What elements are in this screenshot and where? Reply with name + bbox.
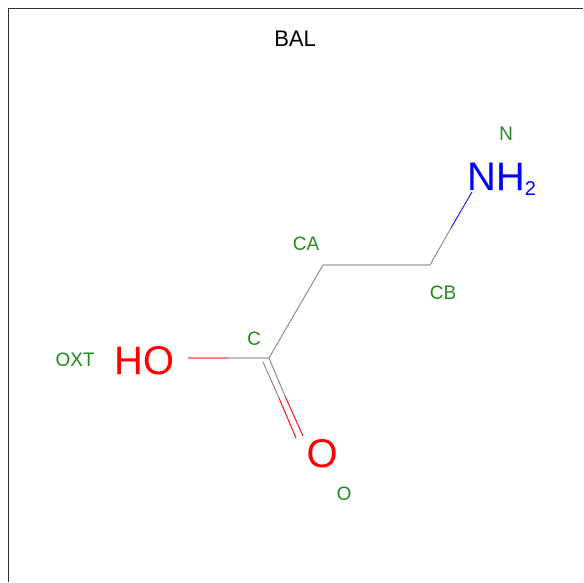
atom-element-o: O [306,432,337,476]
atom-name-o: O [337,484,352,505]
atom-ca: CA [293,234,320,255]
atom-cb: CB [430,283,456,304]
atom-name-ca: CA [293,234,320,255]
molecule-title: BAL [274,26,316,51]
atom-c: C [247,329,261,350]
element-subscript-2: 2 [525,178,536,200]
bond-n-cb [429,191,473,266]
atom-name-n: N [499,124,513,145]
atom-o: O O [306,432,351,505]
atom-name-oxt: OXT [55,350,94,371]
atom-element-ho: HO [114,339,174,383]
bond-ca-c [268,264,324,359]
atom-name-cb: CB [430,283,456,304]
element-nh: NH [467,155,525,199]
bond-c-o-double [262,357,304,439]
atom-element-nh2: NH2 [467,155,536,200]
atom-oxt: OXT HO [55,339,174,383]
diagram-frame [8,8,583,582]
atom-n: N NH2 [467,124,536,200]
atom-name-c: C [247,329,261,350]
